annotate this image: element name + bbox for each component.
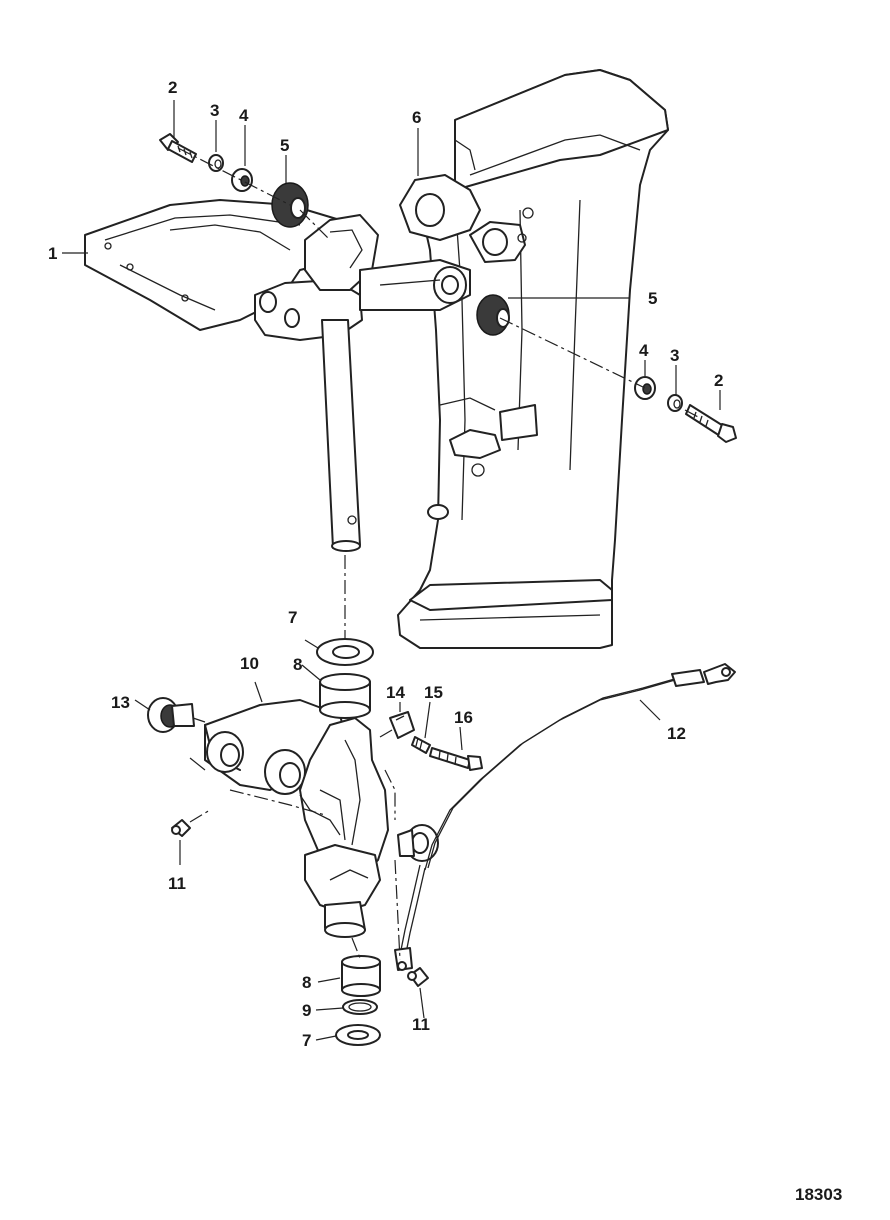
callout-10: 10 (240, 654, 259, 673)
callout-7-upper: 7 (288, 608, 297, 627)
callout-7-lower: 7 (302, 1031, 311, 1050)
callout-11-left: 11 (168, 874, 186, 893)
ground-strap (394, 663, 736, 971)
callout-6: 6 (412, 108, 421, 127)
leader-lines (62, 100, 721, 1041)
o-ring (342, 999, 378, 1015)
retaining-clip (389, 711, 415, 739)
callout-5-right: 5 (648, 289, 657, 308)
detent-screw (429, 747, 483, 771)
callout-13: 13 (111, 693, 130, 712)
callout-3-upper: 3 (210, 101, 219, 120)
lock-washer-upper-right (667, 394, 683, 412)
callout-8-lower: 8 (302, 973, 311, 992)
callout-14: 14 (386, 683, 405, 702)
callout-2-upper: 2 (168, 78, 177, 97)
rubber-mount-upper-right (476, 294, 510, 336)
lock-washer-upper-left (208, 154, 224, 172)
callout-11-right: 11 (412, 1015, 430, 1034)
grease-fitting-plug (147, 697, 195, 733)
callout-labels: 1 2 3 4 5 6 5 4 3 2 7 8 10 13 14 15 16 1… (48, 78, 723, 1050)
thrust-washer-upper (316, 638, 374, 666)
washer-upper-left (231, 168, 253, 192)
bushing-upper (319, 673, 371, 719)
callout-16: 16 (454, 708, 473, 727)
callout-4-upper: 4 (239, 106, 249, 125)
thrust-washer-lower (335, 1024, 381, 1046)
lower-swivel-bracket (204, 699, 389, 938)
callout-9: 9 (302, 1001, 311, 1020)
detent-spring (411, 736, 431, 754)
callout-12: 12 (667, 724, 686, 743)
callout-2-right: 2 (714, 371, 723, 390)
steering-arm-assembly (84, 199, 471, 341)
grease-fitting-left (171, 819, 191, 837)
driveshaft-housing (397, 69, 669, 649)
drawing-reference-number: 18303 (795, 1185, 842, 1204)
callout-1: 1 (48, 244, 57, 263)
callout-8-upper: 8 (293, 655, 302, 674)
bolt-upper-right (685, 404, 737, 443)
callout-4-right: 4 (639, 341, 649, 360)
callout-5-upper: 5 (280, 136, 289, 155)
steering-tube (321, 319, 361, 552)
grease-fitting-right (407, 967, 429, 987)
bushing-lower (341, 955, 381, 997)
callout-3-right: 3 (670, 346, 679, 365)
callout-15: 15 (424, 683, 443, 702)
